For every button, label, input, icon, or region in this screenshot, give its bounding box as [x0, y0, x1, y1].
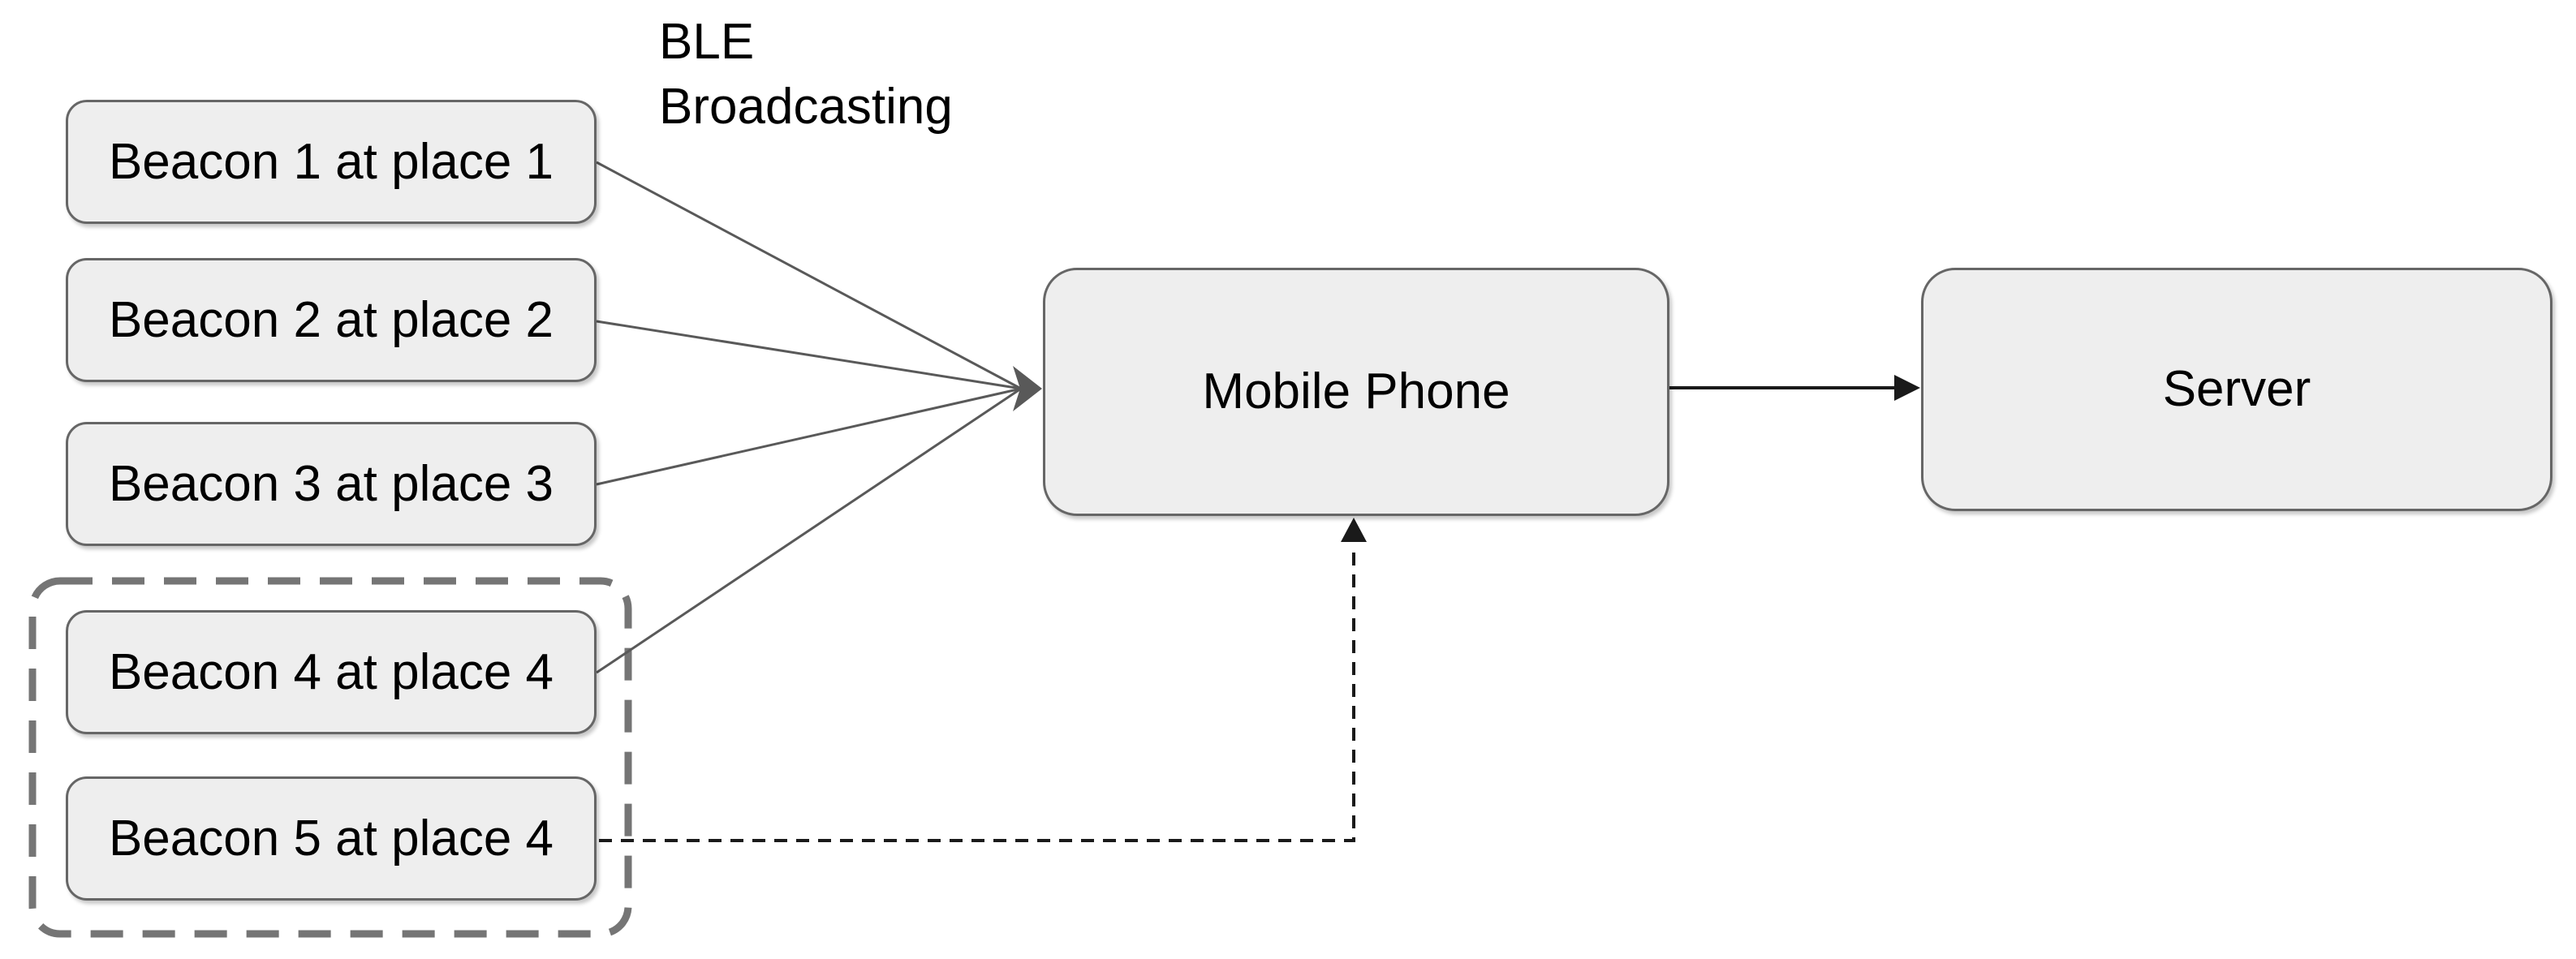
beacon-4-label: Beacon 4 at place 4: [108, 643, 554, 700]
beacon-5-label: Beacon 5 at place 4: [108, 810, 554, 867]
beacon5-arrowhead-icon: [1341, 518, 1367, 542]
mobile-phone-label: Mobile Phone: [1202, 363, 1510, 420]
mobile-phone-node: Mobile Phone: [1043, 268, 1669, 516]
ble-broadcasting-label-line2: Broadcasting: [659, 79, 953, 135]
beacon-3-label: Beacon 3 at place 3: [108, 455, 554, 512]
server-node: Server: [1921, 268, 2552, 511]
beacon-2-node: Beacon 2 at place 2: [66, 258, 597, 382]
server-label: Server: [2162, 361, 2311, 418]
converge-arrowhead-icon: [1013, 366, 1042, 411]
beacon-4-node: Beacon 4 at place 4: [66, 610, 597, 734]
ble-broadcasting-label: BLE Broadcasting: [659, 10, 953, 140]
beacon2-to-mobile-line: [596, 320, 1022, 390]
beacon5-to-mobile-dashed-line: [599, 544, 1355, 842]
beacon-2-label: Beacon 2 at place 2: [108, 291, 554, 348]
beacon4-to-mobile-line: [596, 387, 1022, 674]
beacon-5-node: Beacon 5 at place 4: [66, 776, 597, 901]
beacon-3-node: Beacon 3 at place 3: [66, 422, 597, 546]
ble-broadcasting-label-line1: BLE: [659, 14, 755, 70]
beacon1-to-mobile-line: [596, 161, 1022, 390]
mobile-to-server-arrowhead-icon: [1894, 375, 1920, 401]
beacon3-to-mobile-line: [596, 387, 1022, 486]
beacon-1-node: Beacon 1 at place 1: [66, 100, 597, 224]
beacon-1-label: Beacon 1 at place 1: [108, 133, 554, 190]
place4-group-outline: [28, 577, 632, 938]
